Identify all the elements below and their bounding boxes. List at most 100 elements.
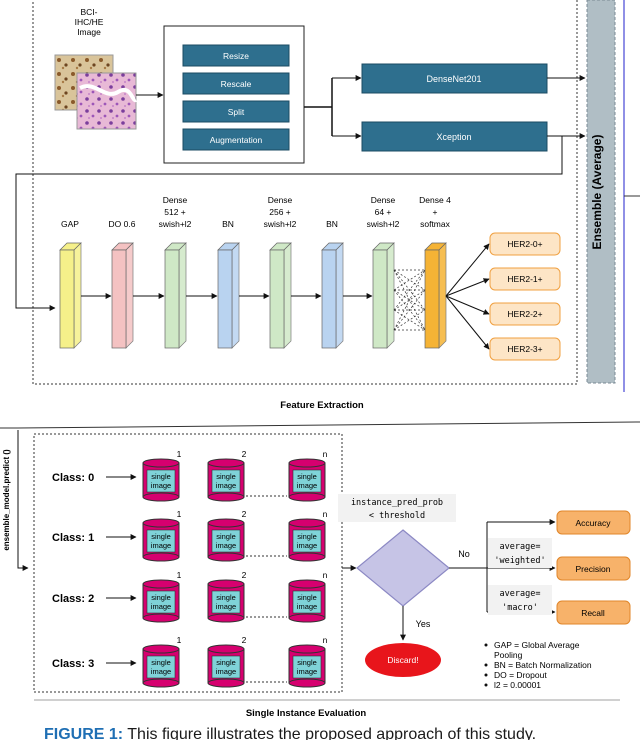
svg-text:64 +: 64 + (375, 207, 392, 217)
caption-text: This figure illustrates the proposed app… (123, 726, 537, 740)
svg-text:2: 2 (242, 635, 247, 645)
svg-text:l2 = 0.00001: l2 = 0.00001 (494, 680, 541, 690)
backbone-xception: Xception (361, 121, 548, 152)
svg-text:Resize: Resize (223, 51, 249, 61)
preprocess-step-augmentation: Augmentation (182, 128, 290, 151)
svg-text:1: 1 (177, 635, 182, 645)
svg-text:average=: average= (500, 542, 541, 552)
svg-text:single: single (151, 593, 171, 602)
svg-text:Recall: Recall (581, 608, 605, 618)
class-row-0: Class: 01singleimage2singleimagensinglei… (52, 449, 328, 502)
svg-text:IHC/HE: IHC/HE (75, 17, 104, 27)
svg-text:Dense 4: Dense 4 (419, 195, 451, 205)
threshold-condition-text: instance_pred_prob < threshold (338, 494, 456, 522)
svg-text:swish+l2: swish+l2 (367, 219, 400, 229)
metric-precision: Precision (556, 556, 631, 581)
svg-text:BN: BN (326, 219, 338, 229)
svg-text:single: single (216, 472, 236, 481)
svg-text:DO = Dropout: DO = Dropout (494, 670, 547, 680)
layer-1: DO 0.6 (109, 219, 136, 349)
svg-text:HER2-3+: HER2-3+ (507, 344, 542, 354)
svg-text:image: image (216, 602, 236, 611)
caption-label: FIGURE 1: (44, 726, 124, 740)
svg-text:n: n (323, 635, 328, 645)
svg-text:+: + (433, 207, 438, 217)
layer-0: GAP (59, 219, 82, 349)
average-macro-text: average= 'macro' (488, 585, 552, 615)
svg-text:Precision: Precision (576, 564, 611, 574)
svg-text:image: image (151, 481, 171, 490)
svg-text:image: image (151, 602, 171, 611)
svg-text:Rescale: Rescale (221, 79, 252, 89)
layer-6: Dense 64 + swish+l2 (367, 195, 400, 349)
svg-text:Class: 1: Class: 1 (52, 532, 94, 544)
svg-text:image: image (216, 541, 236, 550)
svg-text:Xception: Xception (436, 132, 471, 142)
svg-text:single: single (297, 658, 317, 667)
svg-text:single: single (297, 593, 317, 602)
svg-text:image: image (151, 667, 171, 676)
preprocess-step-split: Split (182, 100, 290, 123)
svg-text:HER2-1+: HER2-1+ (507, 274, 542, 284)
svg-text:softmax: softmax (420, 219, 451, 229)
svg-text:Split: Split (228, 107, 245, 117)
svg-text:image: image (297, 481, 317, 490)
svg-text:BN = Batch Normalization: BN = Batch Normalization (494, 660, 592, 670)
svg-text:n: n (323, 570, 328, 580)
svg-text:single: single (216, 658, 236, 667)
svg-text:n: n (323, 509, 328, 519)
svg-text:1: 1 (177, 449, 182, 459)
metric-accuracy: Accuracy (556, 510, 631, 535)
input-image (54, 54, 137, 130)
svg-text:GAP: GAP (61, 219, 79, 229)
svg-text:single: single (151, 532, 171, 541)
svg-text:single: single (297, 472, 317, 481)
metric-recall: Recall (556, 600, 631, 625)
svg-text:Class: 2: Class: 2 (52, 593, 94, 605)
feature-extraction-label: Feature Extraction (280, 400, 364, 411)
svg-text:single: single (216, 593, 236, 602)
dataset-frame (33, 433, 343, 693)
output-her2-3plus: HER2-3+ (489, 337, 561, 361)
svg-text:image: image (216, 667, 236, 676)
discard-label: Discard! (387, 655, 418, 665)
legend-item-3: l2 = 0.00001 (484, 680, 541, 690)
svg-text:Class: 0: Class: 0 (52, 472, 94, 484)
backbone-densenet201: DenseNet201 (361, 63, 548, 94)
svg-text:BCI-: BCI- (81, 7, 98, 17)
threshold-decision-diamond (356, 529, 450, 607)
backbone-to-head-connector (15, 135, 563, 311)
layer-7: Dense 4 + softmax (419, 195, 451, 349)
svg-text:DO 0.6: DO 0.6 (109, 219, 136, 229)
svg-text:Dense: Dense (371, 195, 396, 205)
discard-node (365, 643, 441, 677)
svg-text:swish+l2: swish+l2 (264, 219, 297, 229)
svg-text:2: 2 (242, 570, 247, 580)
svg-text:image: image (297, 602, 317, 611)
svg-text:2: 2 (242, 509, 247, 519)
preprocess-step-resize: Resize (182, 44, 290, 67)
svg-text:image: image (297, 541, 317, 550)
average-weighted-text: average= 'weighted' (488, 538, 552, 568)
output-her2-1plus: HER2-1+ (489, 267, 561, 291)
input-image-label: BCI- IHC/HE Image (75, 7, 104, 37)
legend-item-1: BN = Batch Normalization (484, 660, 592, 670)
svg-text:single: single (151, 472, 171, 481)
svg-text:1: 1 (177, 570, 182, 580)
svg-text:Class: 3: Class: 3 (52, 658, 94, 670)
svg-text:image: image (297, 667, 317, 676)
